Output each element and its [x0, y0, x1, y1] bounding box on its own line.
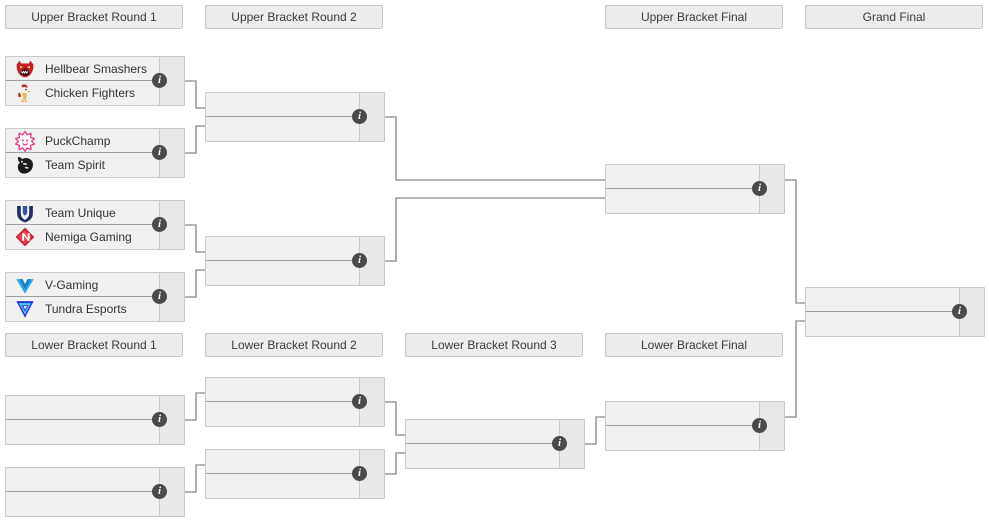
match-info-icon[interactable]: i — [352, 466, 367, 481]
match-ubr2-m2[interactable] — [205, 236, 385, 286]
round-header-lbr3: Lower Bracket Round 3 — [405, 333, 583, 357]
team-logo-placeholder — [414, 445, 436, 467]
team-unique-logo — [14, 202, 36, 224]
match-info-icon[interactable]: i — [152, 412, 167, 427]
match-lbr3-m1[interactable] — [405, 419, 585, 469]
round-header-gf: Grand Final — [805, 5, 983, 29]
team-logo-placeholder — [14, 421, 36, 443]
round-header-ubr2: Upper Bracket Round 2 — [205, 5, 383, 29]
match-info-icon[interactable]: i — [152, 73, 167, 88]
chicken-fighters-logo — [14, 82, 36, 104]
round-header-lbf: Lower Bracket Final — [605, 333, 783, 357]
team-logo-placeholder — [614, 427, 636, 449]
hellbear-smashers-logo — [14, 58, 36, 80]
team-logo-placeholder — [14, 469, 36, 491]
team-spirit-logo — [14, 154, 36, 176]
match-info-icon[interactable]: i — [152, 289, 167, 304]
team-logo-placeholder — [214, 118, 236, 140]
team-logo-placeholder — [614, 166, 636, 188]
team-logo-placeholder — [214, 94, 236, 116]
match-info-icon[interactable]: i — [152, 484, 167, 499]
team-logo-placeholder — [214, 238, 236, 260]
puckchamp-logo — [14, 130, 36, 152]
match-info-icon[interactable]: i — [152, 217, 167, 232]
match-info-icon[interactable]: i — [752, 418, 767, 433]
match-info-icon[interactable]: i — [352, 253, 367, 268]
match-info-icon[interactable]: i — [752, 181, 767, 196]
team-logo-placeholder — [814, 289, 836, 311]
team-logo-placeholder — [214, 451, 236, 473]
round-header-ubr1: Upper Bracket Round 1 — [5, 5, 183, 29]
team-logo-placeholder — [414, 421, 436, 443]
nemiga-gaming-logo — [14, 226, 36, 248]
team-logo-placeholder — [614, 190, 636, 212]
team-logo-placeholder — [214, 403, 236, 425]
team-logo-placeholder — [14, 397, 36, 419]
match-info-icon[interactable]: i — [552, 436, 567, 451]
match-info-icon[interactable]: i — [952, 304, 967, 319]
match-info-icon[interactable]: i — [352, 394, 367, 409]
round-header-lbr2: Lower Bracket Round 2 — [205, 333, 383, 357]
round-header-ubf: Upper Bracket Final — [605, 5, 783, 29]
tundra-esports-logo — [14, 298, 36, 320]
team-logo-placeholder — [14, 493, 36, 515]
team-logo-placeholder — [214, 475, 236, 497]
round-header-lbr1: Lower Bracket Round 1 — [5, 333, 183, 357]
v-gaming-logo — [14, 274, 36, 296]
match-gf-m1[interactable] — [805, 287, 985, 337]
team-logo-placeholder — [214, 379, 236, 401]
team-logo-placeholder — [814, 313, 836, 335]
match-info-icon[interactable]: i — [152, 145, 167, 160]
team-logo-placeholder — [614, 403, 636, 425]
team-logo-placeholder — [214, 262, 236, 284]
match-info-icon[interactable]: i — [352, 109, 367, 124]
